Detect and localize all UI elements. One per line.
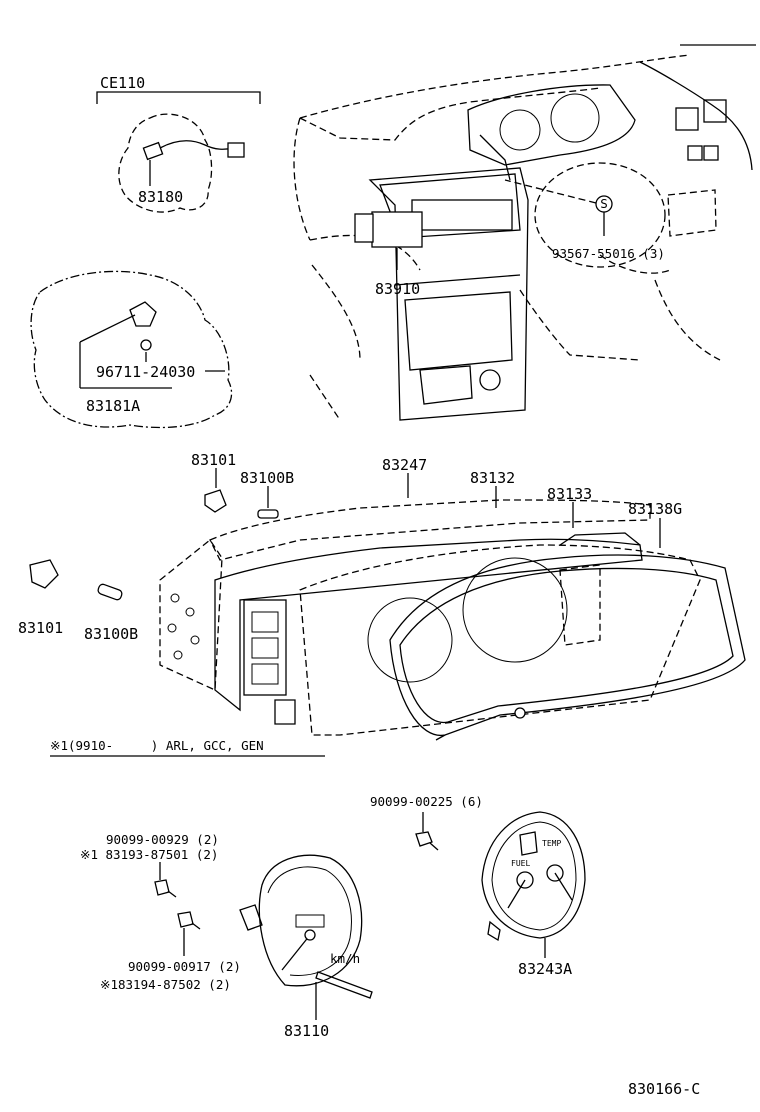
label-83110: 83110 [284,1022,329,1040]
label-90099-00225: 90099-00225 (6) [370,794,483,809]
label-83132: 83132 [470,469,515,487]
label-83181a: 83181A [86,397,140,415]
fuel-mark-icon: FUEL [511,859,530,868]
label-83194-87502: ※183194-87502 (2) [100,977,231,992]
diagram-code: 830166-C [628,1080,700,1098]
label-90099-00917: 90099-00917 (2) [128,959,241,974]
label-83138g: 83138G [628,500,682,518]
label-83100b-left: 83100B [84,625,138,643]
gauge-83243a-drawing: FUEL TEMP [481,811,586,958]
label-90099-00929: 90099-00929 (2) [106,832,219,847]
label-83133: 83133 [547,485,592,503]
screw-90099-00917-drawing [177,911,201,956]
temp-mark-icon: TEMP [542,839,561,848]
label-83193-87501: ※1 83193-87501 (2) [80,847,218,862]
speedometer-83110-drawing: km/h [239,854,373,1020]
label-ce110: CE110 [100,74,145,92]
note-header: ※1(9910- ) ARL, GCC, GEN [50,738,264,753]
label-96711-24030: 96711-24030 [96,363,195,381]
label-83247: 83247 [382,456,427,474]
label-83180: 83180 [138,188,183,206]
label-93567-55016: 93567-55016 (3) [552,246,665,261]
label-83910: 83910 [375,280,420,298]
dashboard-drawing: S [293,44,756,421]
screw-90099-00929-drawing [154,862,177,898]
screw-90099-00225-drawing [415,812,439,851]
sensor-83180-drawing [118,113,245,213]
label-83101-left: 83101 [18,619,63,637]
label-83100b-top: 83100B [240,469,294,487]
label-83101-top: 83101 [191,451,236,469]
ce110-bracket [96,91,261,104]
sensor-83181a-drawing [30,270,233,429]
kmh-unit-icon: km/h [330,951,360,966]
screw-s-icon: S [600,196,608,211]
label-83243a: 83243A [518,960,572,978]
cluster-exploded-drawing [29,468,746,741]
